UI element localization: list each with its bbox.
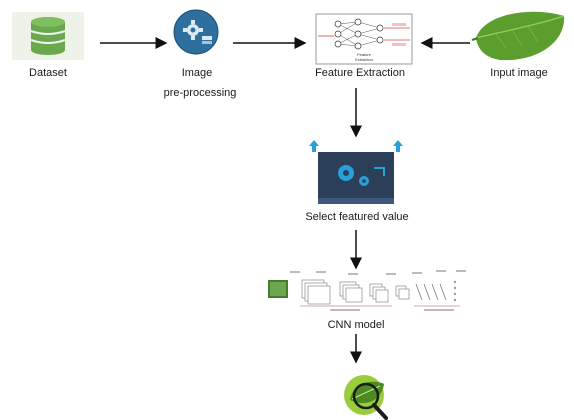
monitor-gear-icon bbox=[309, 140, 403, 204]
feature-extraction-label: Feature Extraction bbox=[315, 67, 405, 79]
magnified-leaf-icon bbox=[344, 375, 388, 420]
gear-data-icon bbox=[173, 9, 219, 55]
leaf-icon bbox=[471, 11, 565, 61]
input-image-label: Input image bbox=[490, 67, 548, 79]
neural-network-icon: Feature Extraction bbox=[315, 13, 413, 65]
feature-extraction-inner-text-1: Feature bbox=[357, 52, 372, 57]
select-featured-label: Select featured value bbox=[305, 211, 409, 223]
dataset-label: Dataset bbox=[29, 67, 67, 79]
feature-extraction-inner-text-2: Extraction bbox=[355, 57, 373, 62]
cnn-model-label: CNN model bbox=[327, 319, 385, 331]
preprocessing-label-line1: Image bbox=[181, 67, 213, 79]
database-icon bbox=[12, 12, 84, 60]
cnn-architecture-icon bbox=[268, 270, 466, 311]
preprocessing-label-line2: pre-processing bbox=[163, 87, 237, 99]
